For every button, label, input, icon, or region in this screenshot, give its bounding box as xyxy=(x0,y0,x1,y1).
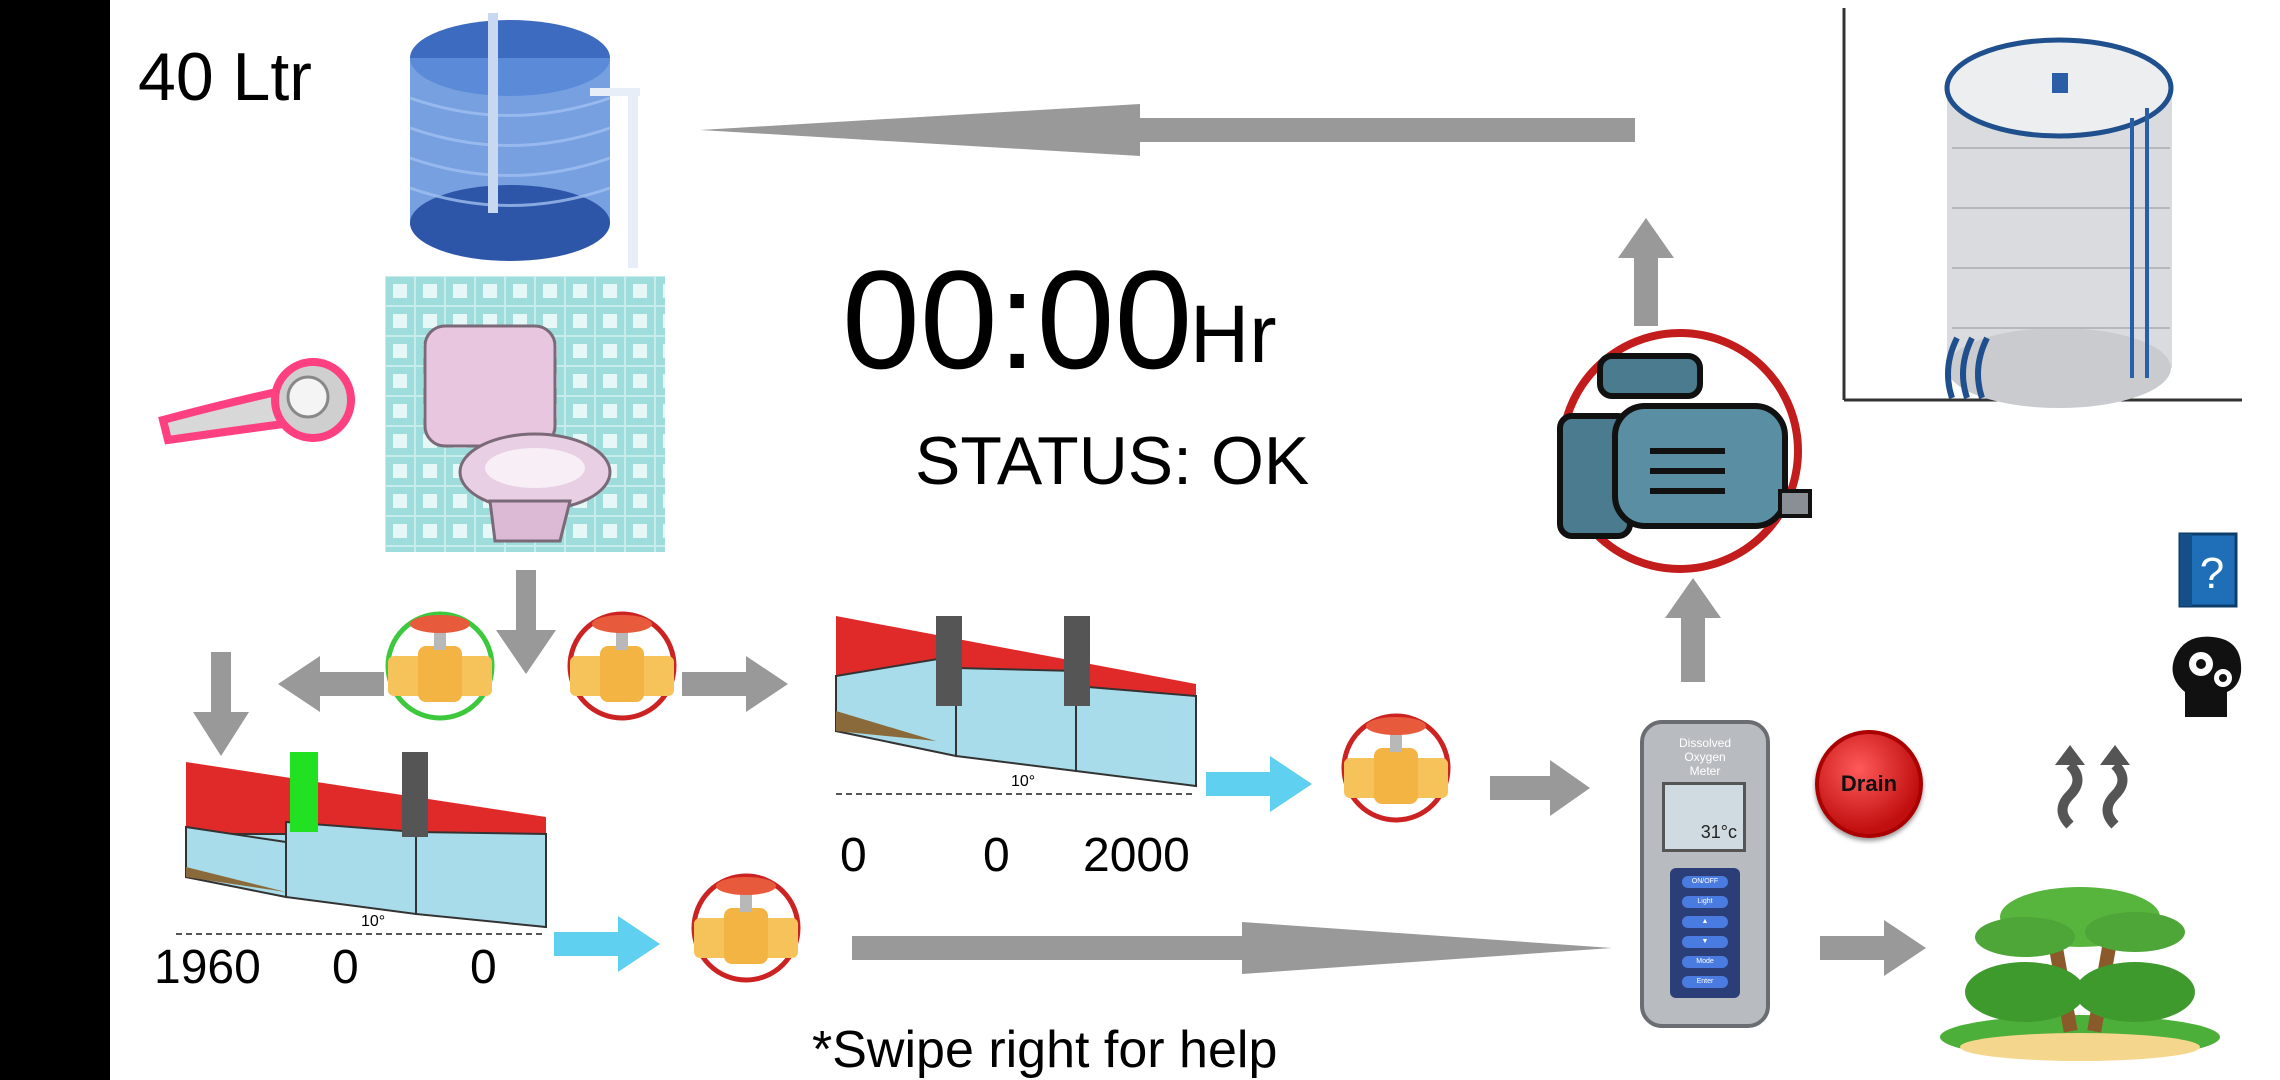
flow-arrow-down-left xyxy=(193,652,249,756)
valve-bed-bottom-outlet[interactable] xyxy=(690,872,802,984)
sensor-active xyxy=(290,752,318,832)
valve-bed-top-outlet[interactable] xyxy=(1340,712,1452,824)
meter-title-line-3: Meter xyxy=(1689,764,1721,778)
valve-closed-right[interactable] xyxy=(566,610,678,722)
plant-island-icon[interactable] xyxy=(1935,872,2225,1062)
bed-top-value-2: 0 xyxy=(983,829,1010,882)
meter-keypad: ON/OFF Light ▲ ▼ Mode Enter xyxy=(1670,868,1740,998)
meter-button-up[interactable]: ▲ xyxy=(1682,916,1728,928)
bed-bottom-value-2: 0 xyxy=(332,941,359,994)
meter-button-light[interactable]: Light xyxy=(1682,896,1728,908)
pump-icon[interactable] xyxy=(1545,326,1835,576)
sensor-idle xyxy=(402,752,428,837)
drain-button[interactable]: Drain xyxy=(1815,730,1923,838)
storage-tank-icon[interactable] xyxy=(1842,8,2242,408)
help-book-icon[interactable]: ? xyxy=(2176,530,2240,610)
flow-arrow-up-top xyxy=(1618,218,1674,326)
flush-lever-icon[interactable] xyxy=(148,345,358,465)
flow-arrow-down-toilet xyxy=(496,570,556,674)
timer-display: 00:00 xyxy=(842,241,1193,398)
flow-arrow-to-meter-bottom xyxy=(852,922,1612,974)
meter-button-down[interactable]: ▼ xyxy=(1682,936,1728,948)
bed-top-value-3: 2000 xyxy=(1083,829,1190,882)
flow-arrow-up-bottom xyxy=(1665,578,1721,682)
bed-bottom-value-3: 0 xyxy=(470,941,497,994)
filter-bed-bottom: 10° xyxy=(176,752,547,935)
left-sidebar xyxy=(0,0,110,1080)
flow-arrow-to-island xyxy=(1820,920,1926,976)
bed-bottom-value-1: 1960 xyxy=(154,941,261,994)
bed-top-value-1: 0 xyxy=(840,829,867,882)
bed-top-angle: 10° xyxy=(1011,773,1035,790)
help-hint: *Swipe right for help xyxy=(812,1021,1278,1079)
flow-arrow-left xyxy=(278,656,384,712)
flow-arrow-right xyxy=(682,656,788,712)
meter-title-line-1: Dissolved xyxy=(1678,736,1732,750)
oxygen-meter[interactable]: Dissolved Oxygen Meter 31°c ON/OFF Light… xyxy=(1640,720,1770,1028)
meter-button-enter[interactable]: Enter xyxy=(1682,976,1728,988)
meter-button-onoff[interactable]: ON/OFF xyxy=(1682,876,1728,888)
settings-head-icon[interactable] xyxy=(2165,632,2245,722)
flow-arrow-to-meter-top xyxy=(1490,760,1590,816)
meter-title: Dissolved Oxygen Meter xyxy=(1652,736,1758,778)
tank-volume-label: 40 Ltr xyxy=(138,39,312,115)
evaporation-icon xyxy=(2055,745,2130,829)
svg-text:?: ? xyxy=(2200,549,2224,598)
water-arrow-top xyxy=(1206,756,1312,812)
meter-display: 31°c xyxy=(1662,782,1746,852)
water-tank-icon[interactable] xyxy=(400,8,650,270)
toilet-icon[interactable] xyxy=(385,276,665,552)
meter-button-mode[interactable]: Mode xyxy=(1682,956,1728,968)
meter-title-line-2: Oxygen xyxy=(1684,750,1726,764)
filter-bed-top: 10° xyxy=(835,616,1197,795)
bed-bottom-angle: 10° xyxy=(361,913,385,930)
flow-arrow-return xyxy=(700,104,1635,156)
meter-reading: 31°c xyxy=(1700,822,1737,842)
valve-open-left[interactable] xyxy=(384,610,496,722)
timer-unit: Hr xyxy=(1190,289,1277,380)
water-arrow-bottom xyxy=(554,916,660,972)
status-text: STATUS: OK xyxy=(915,423,1310,499)
